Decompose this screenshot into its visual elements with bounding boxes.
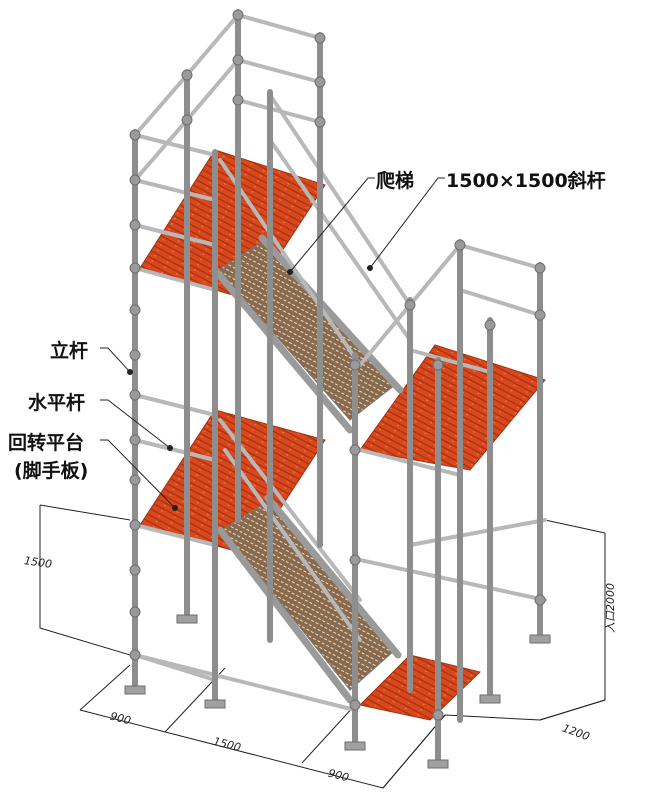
- callout-ladder: 爬梯: [376, 170, 415, 192]
- callout-standard: 立杆: [50, 340, 89, 362]
- dimension-lines: [39, 504, 606, 789]
- leader-lines: [100, 177, 445, 509]
- base-plates: [124, 614, 551, 769]
- callout-diagonal-brace: 1500×1500斜杆: [446, 170, 606, 192]
- leader-dots: [127, 265, 373, 511]
- callout-landing-plank: (脚手板): [14, 460, 89, 482]
- callout-landing: 回转平台: [8, 432, 85, 454]
- rosette-nodes: [129, 9, 546, 721]
- callout-ledger: 水平杆: [28, 392, 86, 414]
- stair-flights: [211, 234, 404, 704]
- dim-entrance-height: 入口2000: [604, 583, 617, 633]
